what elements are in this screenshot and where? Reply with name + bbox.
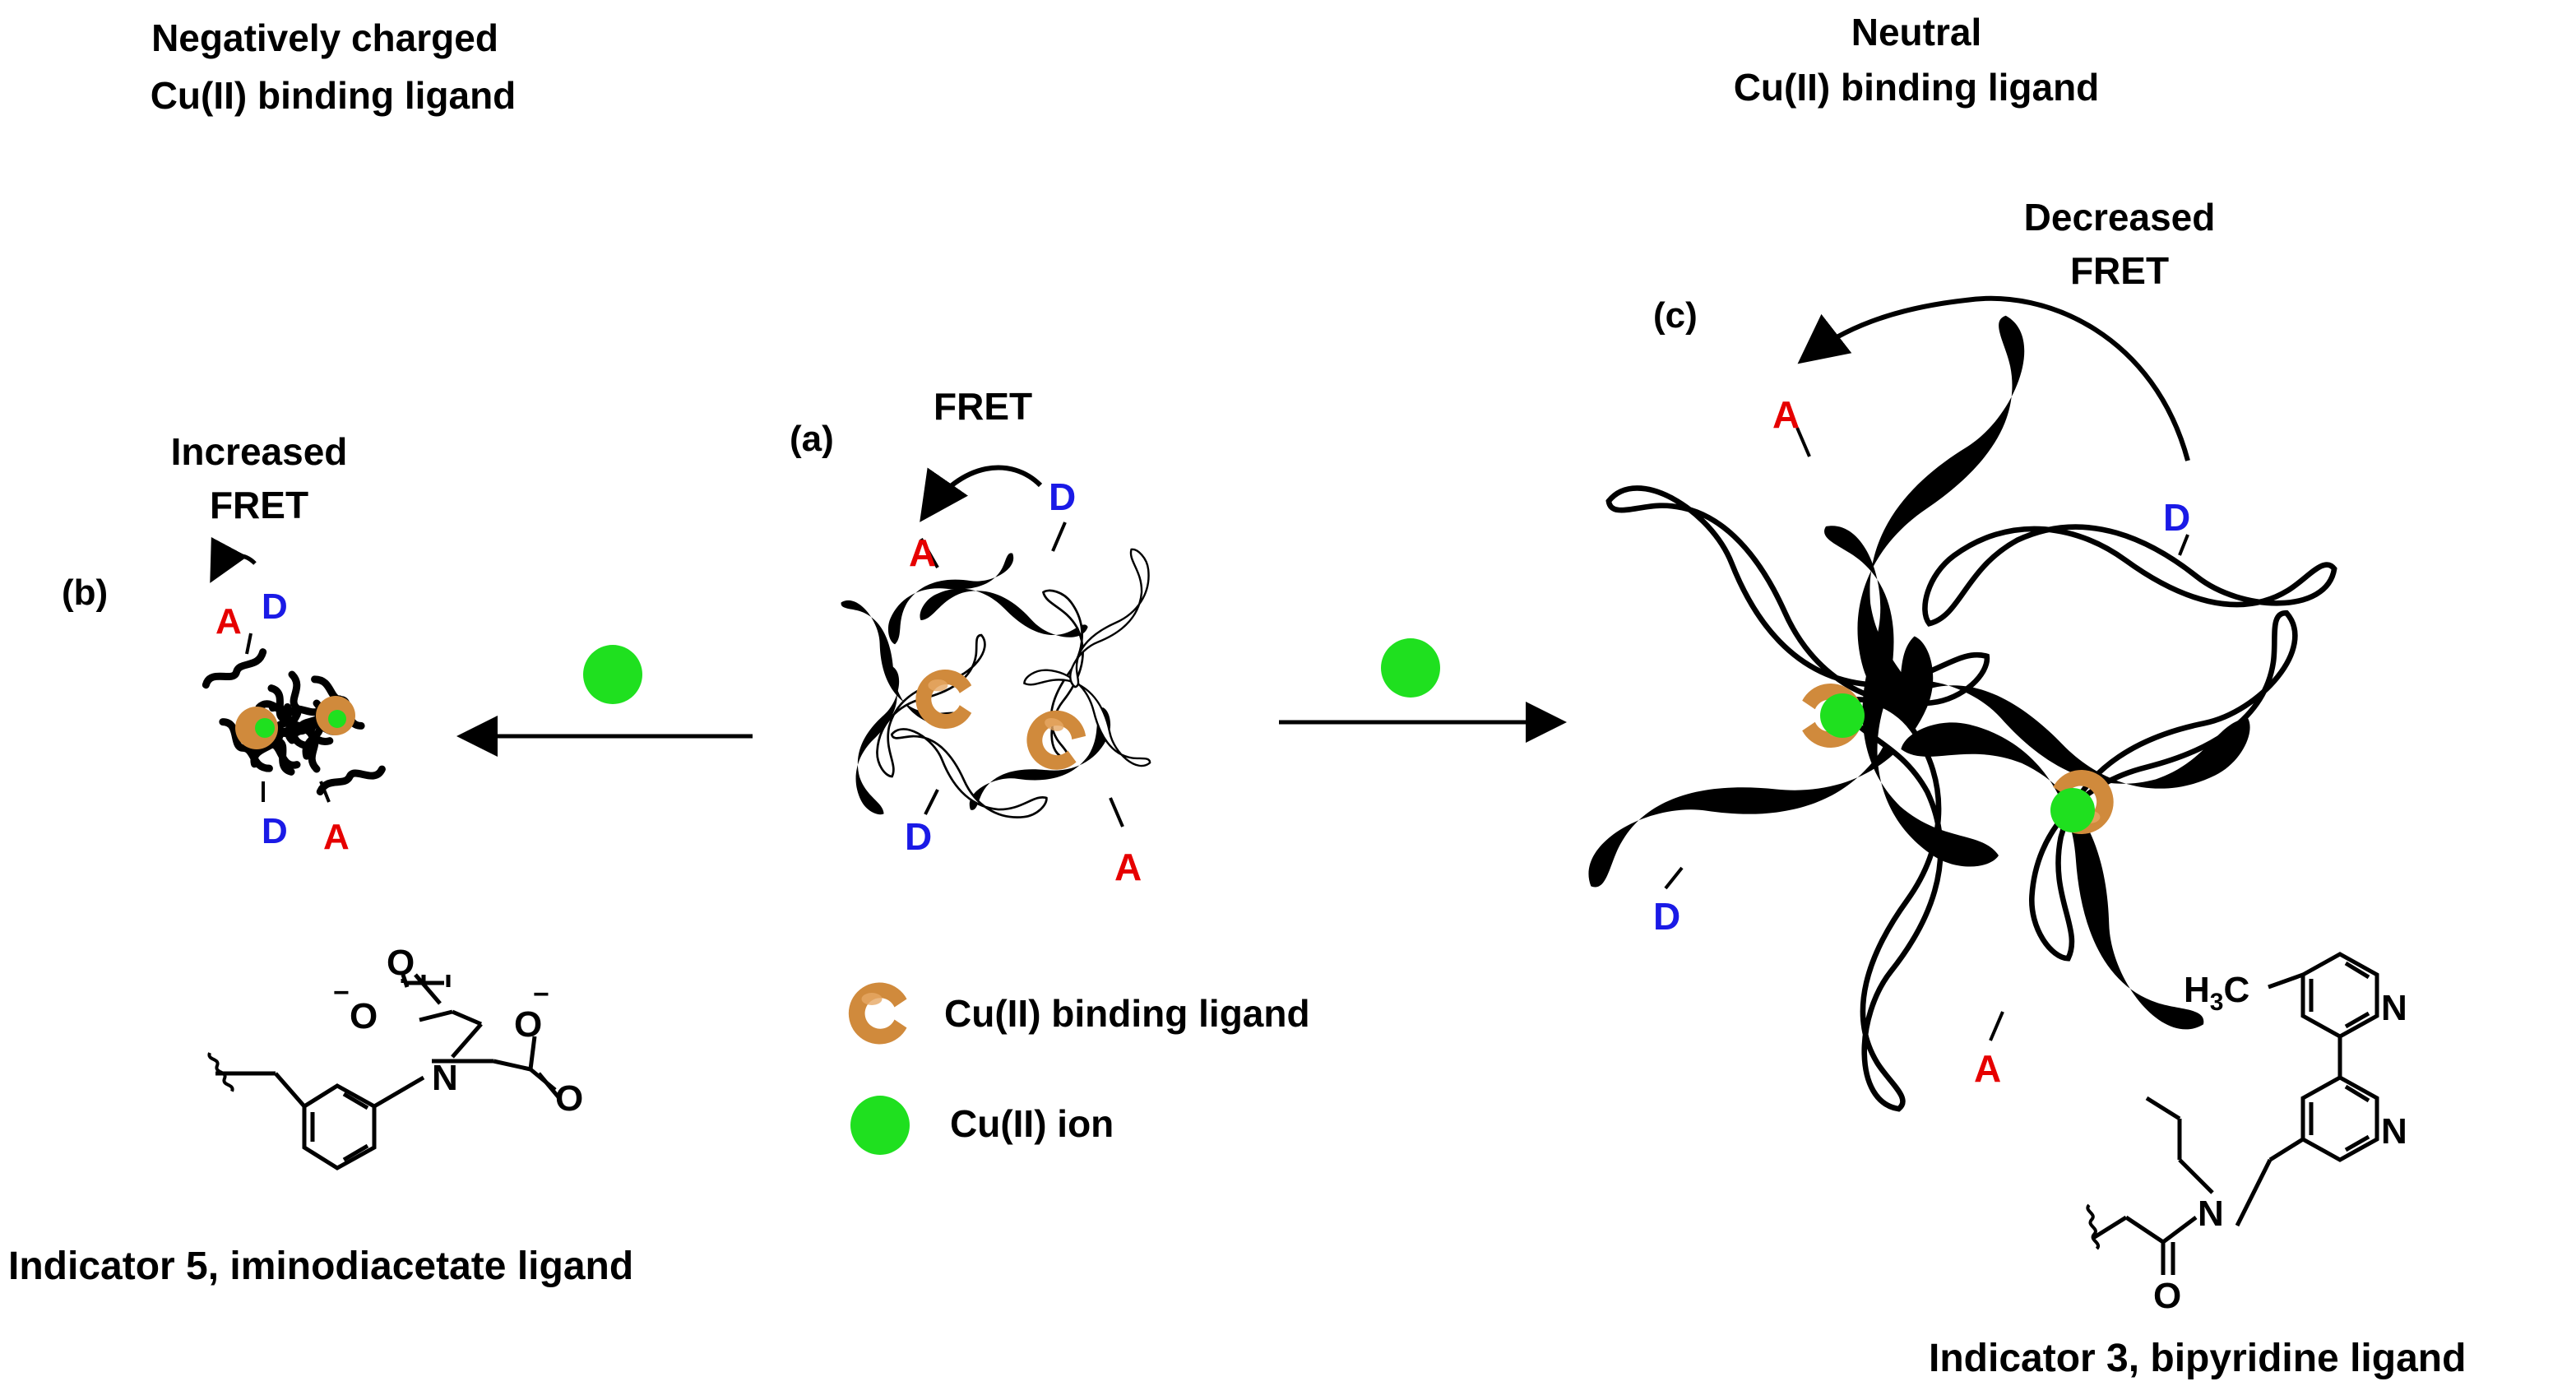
legend-ligand-icon <box>848 982 907 1045</box>
panel-b-acceptor-bottom: A <box>323 817 350 857</box>
panel-b-fret-line-2: FRET <box>210 484 308 526</box>
legend-ion-icon <box>850 1096 910 1155</box>
left-header-line-1: Negatively charged <box>151 16 498 59</box>
bpy-nitrogen-upper: N <box>2381 988 2407 1028</box>
bipyridine-structure <box>2087 952 2379 1275</box>
panel-c: (c) Decreased FRET D A D <box>1557 196 2382 1110</box>
panel-c-fret-line-1: Decreased <box>2024 196 2216 239</box>
ida-oxygen-4: O <box>555 1078 583 1119</box>
panel-c-ligand-1 <box>1802 684 1865 748</box>
panel-b-donor-top: D <box>262 586 288 627</box>
left-header: Negatively charged Cu(II) binding ligand <box>151 16 517 117</box>
panel-b-fret-arrow <box>210 536 257 583</box>
panel-b-ligand-2 <box>316 696 355 735</box>
panel-c-fret-line-2: FRET <box>2070 249 2169 292</box>
panel-c-ligand-2 <box>2050 770 2114 834</box>
iminodiacetate-atoms: O O − N O − O <box>333 943 583 1119</box>
bpy-amide-nitrogen: N <box>2198 1194 2224 1234</box>
left-arrow-copper-ion <box>583 645 642 704</box>
panel-b-fret-line-1: Increased <box>171 430 348 473</box>
ida-oxygen-3: O <box>514 1004 542 1045</box>
left-header-line-2: Cu(II) binding ligand <box>151 74 517 117</box>
panel-b-ligand-1 <box>235 707 278 749</box>
ida-oxygen-1: O <box>387 943 415 983</box>
panel-a-label: (a) <box>790 419 834 459</box>
left-reaction <box>456 645 753 757</box>
panel-b: (b) Increased FRET <box>62 430 383 857</box>
panel-a-donor-bottom: D <box>905 815 932 858</box>
legend-ligand-label: Cu(II) binding ligand <box>944 992 1310 1035</box>
ida-nitrogen: N <box>432 1058 458 1098</box>
panel-a-fret-label: FRET <box>934 385 1032 428</box>
bpy-nitrogen-lower: N <box>2381 1111 2407 1152</box>
ida-oxygen-2: O <box>350 996 378 1036</box>
ida-minus-2: − <box>533 979 549 1010</box>
panel-c-donor-top: D <box>2163 496 2190 539</box>
panel-a-fret-arrow <box>920 465 1043 522</box>
panel-c-polymer-coil <box>1557 313 2382 1110</box>
panel-c-acceptor-top: A <box>1772 393 1800 436</box>
panel-a-acceptor-top: A <box>909 531 936 574</box>
panel-a-donor-top: D <box>1049 475 1076 518</box>
panel-b-polymer-coil <box>204 633 383 803</box>
right-arrow-copper-ion <box>1381 638 1440 698</box>
ida-minus-1: − <box>333 977 350 1008</box>
right-header-line-2: Cu(II) binding ligand <box>1734 66 2100 109</box>
legend-ion-label: Cu(II) ion <box>950 1102 1114 1145</box>
left-structure-caption: Indicator 5, iminodiacetate ligand <box>8 1245 633 1288</box>
panel-a-polymer-coil <box>821 521 1181 854</box>
panel-c-donor-bottom: D <box>1653 895 1680 938</box>
right-header-line-1: Neutral <box>1851 11 1981 53</box>
panel-a: (a) FRET D A D A <box>790 385 1181 888</box>
panel-c-acceptor-bottom: A <box>1974 1047 2001 1090</box>
panel-a-acceptor-bottom: A <box>1114 846 1142 888</box>
bpy-methyl-h: H3C <box>2184 970 2249 1016</box>
right-reaction <box>1279 638 1567 743</box>
panel-b-label: (b) <box>62 572 108 613</box>
panel-c-label: (c) <box>1653 295 1698 336</box>
right-structure-caption: Indicator 3, bipyridine ligand <box>1929 1337 2466 1380</box>
bpy-amide-oxygen: O <box>2153 1276 2181 1316</box>
legend: Cu(II) binding ligand Cu(II) ion <box>848 982 1310 1155</box>
panel-b-acceptor-top: A <box>215 601 242 642</box>
panel-c-fret-arrow <box>1797 295 2190 461</box>
panel-b-donor-bottom: D <box>262 811 288 851</box>
bipyridine-atoms: H3C N N N O <box>2153 970 2407 1316</box>
right-header: Neutral Cu(II) binding ligand <box>1734 11 2100 109</box>
iminodiacetate-structure <box>208 973 561 1170</box>
